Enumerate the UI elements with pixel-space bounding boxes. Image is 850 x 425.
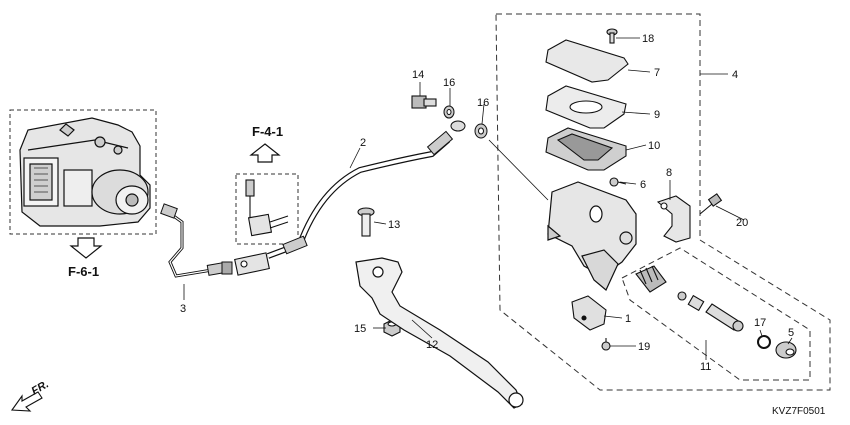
- boot-5[interactable]: [775, 341, 797, 359]
- screw-6[interactable]: [609, 177, 627, 187]
- callout-5[interactable]: 5: [788, 327, 794, 339]
- brake-lever-12[interactable]: [355, 257, 524, 409]
- plate-9[interactable]: [545, 85, 627, 129]
- reference-f-4-1[interactable]: F-4-1: [252, 124, 283, 139]
- callout-9[interactable]: 9: [654, 109, 660, 121]
- joint-inset-frame: [235, 173, 299, 245]
- leader-lines: [183, 37, 793, 360]
- callout-4[interactable]: 4: [732, 69, 738, 81]
- callout-18[interactable]: 18: [642, 33, 654, 45]
- circlip-17[interactable]: [757, 335, 771, 349]
- callout-13[interactable]: 13: [388, 219, 400, 231]
- arrow-down-icon: [69, 237, 103, 259]
- joint-block[interactable]: [234, 179, 289, 276]
- lever-pivot-bolt-13[interactable]: [357, 207, 375, 237]
- piston-set-11[interactable]: [635, 265, 744, 332]
- brake-light-switch-1[interactable]: [571, 295, 607, 331]
- abs-modulator[interactable]: [19, 117, 151, 227]
- abs-unit-frame: [9, 109, 157, 235]
- arrow-up-icon: [249, 143, 281, 163]
- callout-19[interactable]: 19: [638, 341, 650, 353]
- holder-8[interactable]: [656, 195, 691, 243]
- sealing-washer-16-left[interactable]: [443, 105, 455, 119]
- callout-8[interactable]: 8: [666, 167, 672, 179]
- callout-20[interactable]: 20: [736, 217, 748, 229]
- callout-16-right[interactable]: 16: [477, 97, 489, 109]
- front-direction-arrow-icon: [10, 391, 43, 412]
- callout-labels: 1 2 3 4 5 6 7 8 9 10 11 12 13 14 15 16 1…: [180, 33, 794, 373]
- master-cylinder-body-4[interactable]: [547, 181, 637, 291]
- callout-17[interactable]: 17: [754, 317, 766, 329]
- front-direction-label: FR.: [30, 378, 51, 397]
- callout-2[interactable]: 2: [360, 137, 366, 149]
- brake-hose-2[interactable]: [266, 120, 466, 259]
- bolt-20[interactable]: [699, 193, 723, 215]
- screw-19[interactable]: [601, 338, 611, 351]
- callout-3[interactable]: 3: [180, 303, 186, 315]
- callout-16-left[interactable]: 16: [443, 77, 455, 89]
- sealing-washer-16-right[interactable]: [474, 123, 488, 139]
- callout-7[interactable]: 7: [654, 67, 660, 79]
- callout-14[interactable]: 14: [412, 69, 424, 81]
- callout-10[interactable]: 10: [648, 140, 660, 152]
- screw-18[interactable]: [606, 28, 618, 44]
- master-cylinder-frame: [495, 13, 831, 391]
- oil-bolt-14[interactable]: [411, 95, 437, 109]
- callout-12[interactable]: 12: [426, 339, 438, 351]
- brake-pipe-3[interactable]: [160, 203, 233, 278]
- callout-1[interactable]: 1: [625, 313, 631, 325]
- diaphragm-10[interactable]: [545, 127, 627, 171]
- piston-frame: [621, 247, 811, 381]
- callout-11[interactable]: 11: [700, 361, 711, 373]
- callout-6[interactable]: 6: [640, 179, 646, 191]
- callout-15[interactable]: 15: [354, 323, 366, 335]
- reservoir-cap-7[interactable]: [545, 39, 629, 83]
- reference-f-6-1[interactable]: F-6-1: [68, 264, 99, 279]
- diagram-code: KVZ7F0501: [772, 406, 826, 417]
